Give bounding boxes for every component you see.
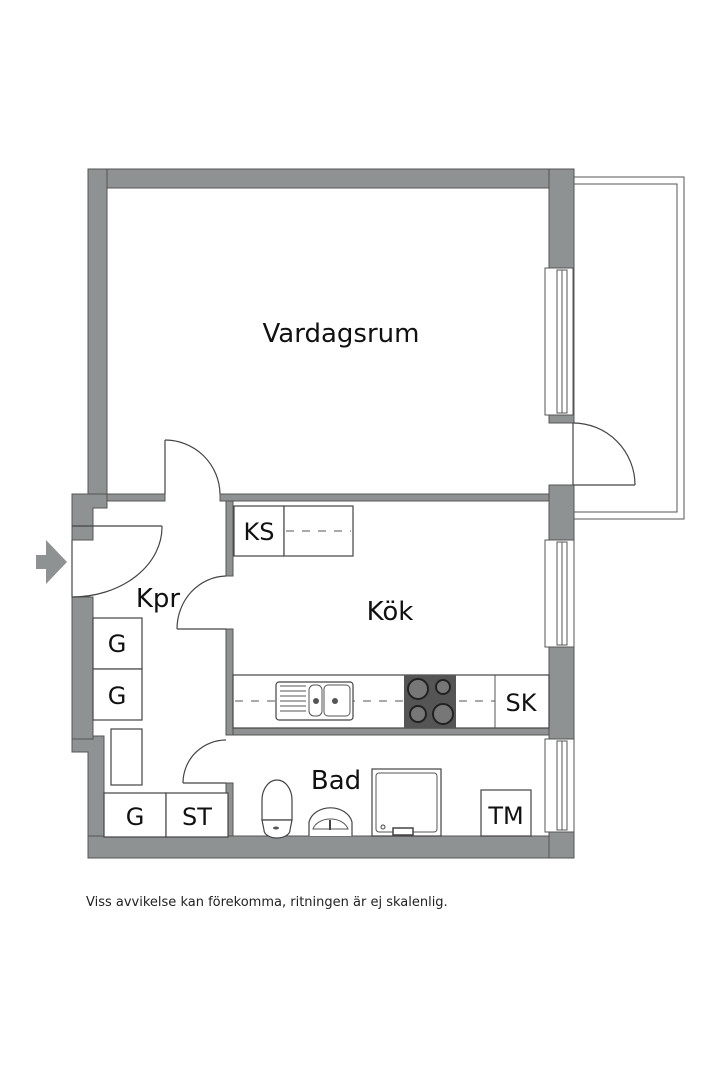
fixture-label-st: ST [182, 803, 212, 831]
entrance-arrow-icon [36, 540, 67, 584]
fixture-label-sk: SK [506, 689, 538, 717]
toilet-icon [261, 779, 293, 839]
fixture-label-tm: TM [487, 802, 523, 830]
fixture-label-g3: G [126, 803, 145, 831]
stove-icon [404, 675, 456, 728]
room-label-kok: Kök [367, 597, 414, 627]
balcony [572, 176, 685, 520]
walls [71, 168, 575, 859]
disclaimer-text: Viss avvikelse kan förekomma, ritningen … [86, 895, 448, 910]
room-label-kpr: Kpr [136, 584, 181, 614]
washing-machine-tm [480, 789, 532, 837]
fixture-label-g2: G [108, 682, 127, 710]
fixture-label-g1: G [108, 630, 127, 658]
door-entrance[interactable] [71, 525, 163, 598]
door-balcony[interactable] [572, 422, 636, 486]
door-living-room[interactable] [164, 439, 221, 495]
fixture-label-ks: KS [244, 518, 275, 546]
room-label-bad: Bad [311, 766, 361, 796]
fridge-freezer-ks [233, 505, 354, 557]
door-bath[interactable] [182, 739, 227, 784]
window-bath [544, 738, 575, 833]
wardrobes [92, 617, 229, 838]
window-living [544, 267, 575, 416]
shower-icon [371, 768, 442, 837]
window-kitchen [544, 539, 575, 648]
door-kitchen[interactable] [176, 575, 227, 630]
washbasin-icon [308, 807, 353, 836]
sink-icon [275, 681, 354, 721]
room-label-vardagsrum: Vardagsrum [263, 319, 420, 349]
